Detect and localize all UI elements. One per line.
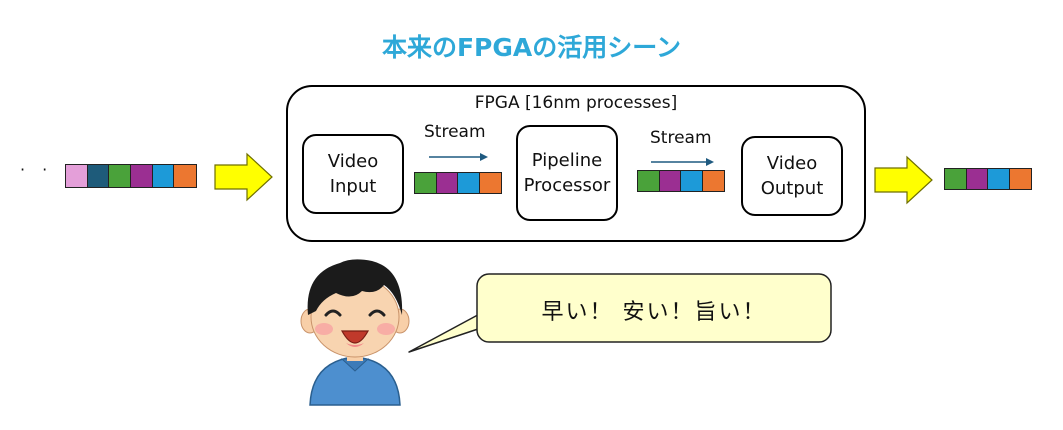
pixel-cell-orange [1009,169,1031,189]
pixel-cell-pink [66,165,88,187]
pixel-cell-purple [436,173,458,193]
pixel-cell-green [638,171,660,191]
fpga-container [286,85,866,242]
pixel-cell-blue [988,169,1010,189]
stream-arrow-1-icon [429,153,488,161]
pixel-cell-orange [174,165,196,187]
stream-pixel-strip-2 [637,170,725,192]
pixel-cell-green [109,165,131,187]
output-pixel-strip [944,168,1032,190]
input-pixel-strip [65,164,197,188]
pixel-cell-orange [702,171,724,191]
pipeline-processor-label: Pipeline Processor [523,150,611,196]
page-title: 本来のFPGAの活用シーン [381,33,682,62]
video-output-node: Video Output [741,136,843,216]
speech-text: 早い！ 安い！旨い！ [541,300,767,325]
pixel-cell-blue [681,171,703,191]
pixel-cell-blue [152,165,175,187]
stream-label-1: Stream [424,122,486,142]
pixel-cell-purple [966,169,988,189]
pixel-cell-green [415,173,437,193]
fpga-label: FPGA [16nm processes] [474,93,678,113]
video-input-label: Video Input [327,151,379,197]
pixel-cell-purple [659,171,681,191]
video-input-node: Video Input [302,134,404,214]
video-output-label: Video Output [760,153,824,199]
pixel-cell-teal [87,165,110,187]
smiling-boy-illustration [300,259,410,406]
pixel-cell-orange [479,173,501,193]
pixel-cell-purple [130,165,153,187]
stream-arrow-2-icon [651,158,714,166]
output-arrow-icon [874,155,933,205]
pipeline-processor-node: Pipeline Processor [516,125,618,221]
pixel-cell-blue [458,173,480,193]
speech-bubble [408,273,832,353]
stream-label-2: Stream [650,128,712,148]
stream-pixel-strip-1 [414,172,502,194]
ellipsis: · · · [20,160,76,179]
input-arrow-icon [214,152,273,202]
pixel-cell-green [945,169,967,189]
